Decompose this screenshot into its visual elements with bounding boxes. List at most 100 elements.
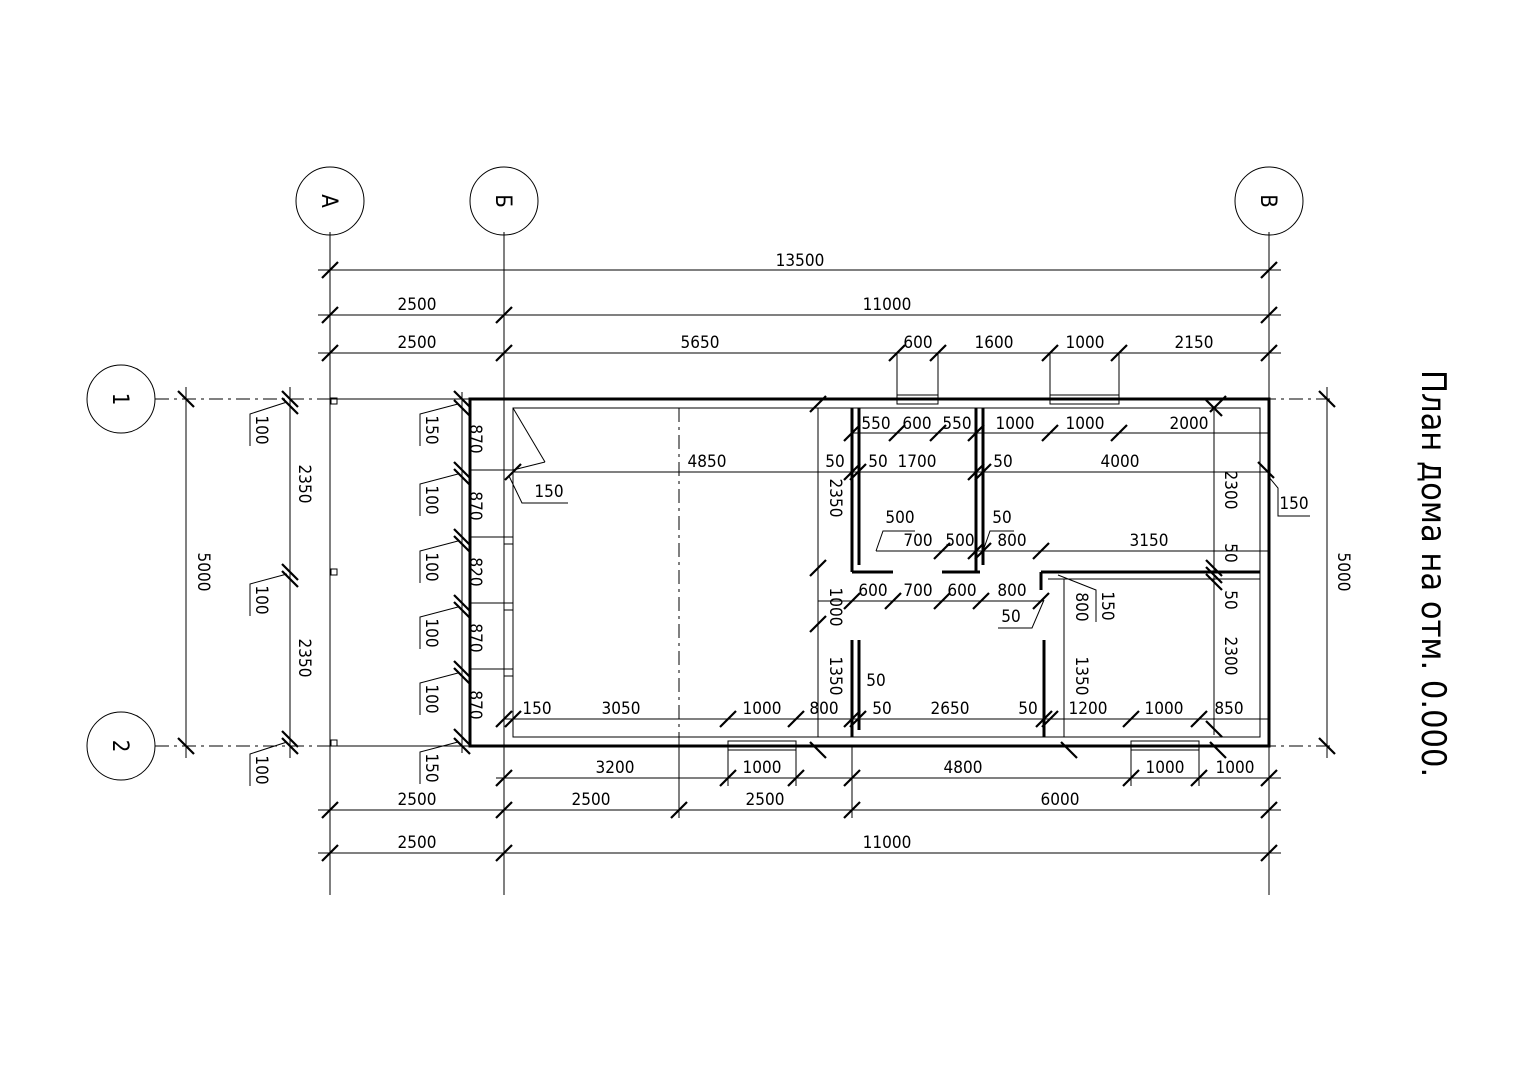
dim-left-wall-offset-0: 150 [421,415,441,444]
dim-vert-2: 1350 [825,657,845,696]
dim-left-wall-offset-2: 100 [421,552,441,581]
bottom-dimensions: 3200 1000 4800 1000 1000 2500 2500 2500 … [318,737,1281,862]
axis-bubble-b: Б [469,166,539,236]
dim-row-e-5: 50 [872,699,891,719]
dim-row-e-1: 3050 [602,699,641,719]
dim-top-row3-2: 600 [903,333,932,353]
dim-left-wall-0: 870 [465,424,485,453]
dim-row-e-9: 1000 [1145,699,1184,719]
dim-top-row3-4: 1000 [1066,333,1105,353]
dim-row-e-6: 2650 [931,699,970,719]
dim-bottom-row3-1: 11000 [863,833,912,853]
dim-row-e-4: 50 [866,671,885,691]
dim-misc-0: 150 [534,482,563,502]
dim-left-wall-3: 870 [465,623,485,652]
axis-label-a: А [316,194,341,208]
dim-top-overall: 13500 [776,251,825,271]
porch [329,397,514,747]
dim-row-c-3: 50 [992,508,1011,528]
dim-top-row3-0: 2500 [398,333,437,353]
axis-label-1: 1 [107,393,132,406]
dim-row-d-2: 600 [947,581,976,601]
dim-vert-1: 1000 [825,588,845,627]
dim-vert-5: 150 [1097,591,1117,620]
axis-bubble-a: А [295,166,365,236]
dim-right-wall: 150 [1279,494,1308,514]
axis-bubble-2: 2 [86,711,156,781]
dim-left-porch-offset-0: 100 [251,415,271,444]
interior-dimensions: 550 600 550 1000 1000 2000 4850 50 50 17… [495,395,1268,759]
axis-label-2: 2 [107,740,132,753]
dim-row-c-1: 700 [903,531,932,551]
dim-left-wall-offset-4: 100 [421,684,441,713]
dim-left-wall-offset-1: 100 [421,485,441,514]
dim-bottom-row1-3: 1000 [1146,758,1185,778]
dim-row-d-1: 700 [903,581,932,601]
dim-bottom-row1-2: 4800 [944,758,983,778]
axis-bubble-v: В [1234,166,1304,236]
door-swing [512,407,546,471]
dim-vert-0: 2350 [825,479,845,518]
dim-row-b-0: 4850 [688,452,727,472]
dim-bottom-row3-0: 2500 [398,833,437,853]
dim-row-d-0: 600 [858,581,887,601]
dim-left-wall-1: 870 [465,491,485,520]
dim-top-row2-0: 2500 [398,295,437,315]
dim-row-b-1: 50 [825,452,844,472]
dim-top-row3-1: 5650 [681,333,720,353]
dim-row-a-4: 1000 [1066,414,1105,434]
dim-row-a-0: 550 [861,414,890,434]
dim-row-d-3: 800 [997,581,1026,601]
dim-left-wall-4: 870 [465,690,485,719]
axis-bubble-1: 1 [86,364,156,434]
dim-left-wall-offset-5: 150 [421,753,441,782]
dim-left-wall-offset-3: 100 [421,618,441,647]
dim-left-overall: 5000 [193,553,213,592]
dim-left-porch-1: 2350 [294,639,314,678]
interior-walls [850,408,1260,737]
dim-row-a-5: 2000 [1170,414,1209,434]
dim-left-porch-offset-2: 100 [251,755,271,784]
dim-bottom-row2-0: 2500 [398,790,437,810]
dim-vert-4: 800 [1071,592,1091,621]
right-dimensions: 5000 2300 50 50 2300 150 [1205,387,1353,758]
dim-row-a-3: 1000 [996,414,1035,434]
dim-bottom-row2-3: 6000 [1041,790,1080,810]
dim-row-e-0: 150 [522,699,551,719]
dim-row-b-5: 4000 [1101,452,1140,472]
windows [727,394,1200,751]
dim-vert-3: 1350 [1071,657,1091,696]
plan-title: План дома на отм. 0.000. [1413,370,1453,777]
axis-label-v: В [1255,194,1280,208]
dim-bottom-row1-4: 1000 [1216,758,1255,778]
dim-top-row3-3: 1600 [975,333,1014,353]
axis-label-b: Б [490,194,515,208]
dim-bottom-row1-1: 1000 [743,758,782,778]
dim-right-inner-3: 2300 [1220,637,1240,676]
dim-top-row2-1: 11000 [863,295,912,315]
dim-row-b-2: 50 [868,452,887,472]
dim-row-a-2: 550 [942,414,971,434]
dim-left-porch-offset-1: 100 [251,585,271,614]
dim-row-e-2: 1000 [743,699,782,719]
dim-right-inner-1: 50 [1220,543,1240,562]
left-dimensions: 5000 2350 2350 870 870 820 870 870 100 1… [177,387,485,786]
dim-left-porch-0: 2350 [294,465,314,504]
dim-row-e-3: 800 [809,699,838,719]
dim-row-c-2: 500 [945,531,974,551]
dim-top-row3-5: 2150 [1175,333,1214,353]
dim-row-e-10: 850 [1214,699,1243,719]
dim-row-e-7: 50 [1018,699,1037,719]
dim-bottom-row2-2: 2500 [746,790,785,810]
dim-row-c-4: 800 [997,531,1026,551]
dim-bottom-row1-0: 3200 [596,758,635,778]
dim-bottom-row2-1: 2500 [572,790,611,810]
dim-right-inner-2: 50 [1220,590,1240,609]
dim-row-b-4: 50 [993,452,1012,472]
dim-row-d-4: 50 [1001,607,1020,627]
dim-right-inner-0: 2300 [1220,471,1240,510]
dim-right-overall: 5000 [1333,553,1353,592]
dim-row-c-0: 500 [885,508,914,528]
top-dimensions: 13500 2500 11000 2500 5650 600 1600 1000… [318,251,1281,399]
